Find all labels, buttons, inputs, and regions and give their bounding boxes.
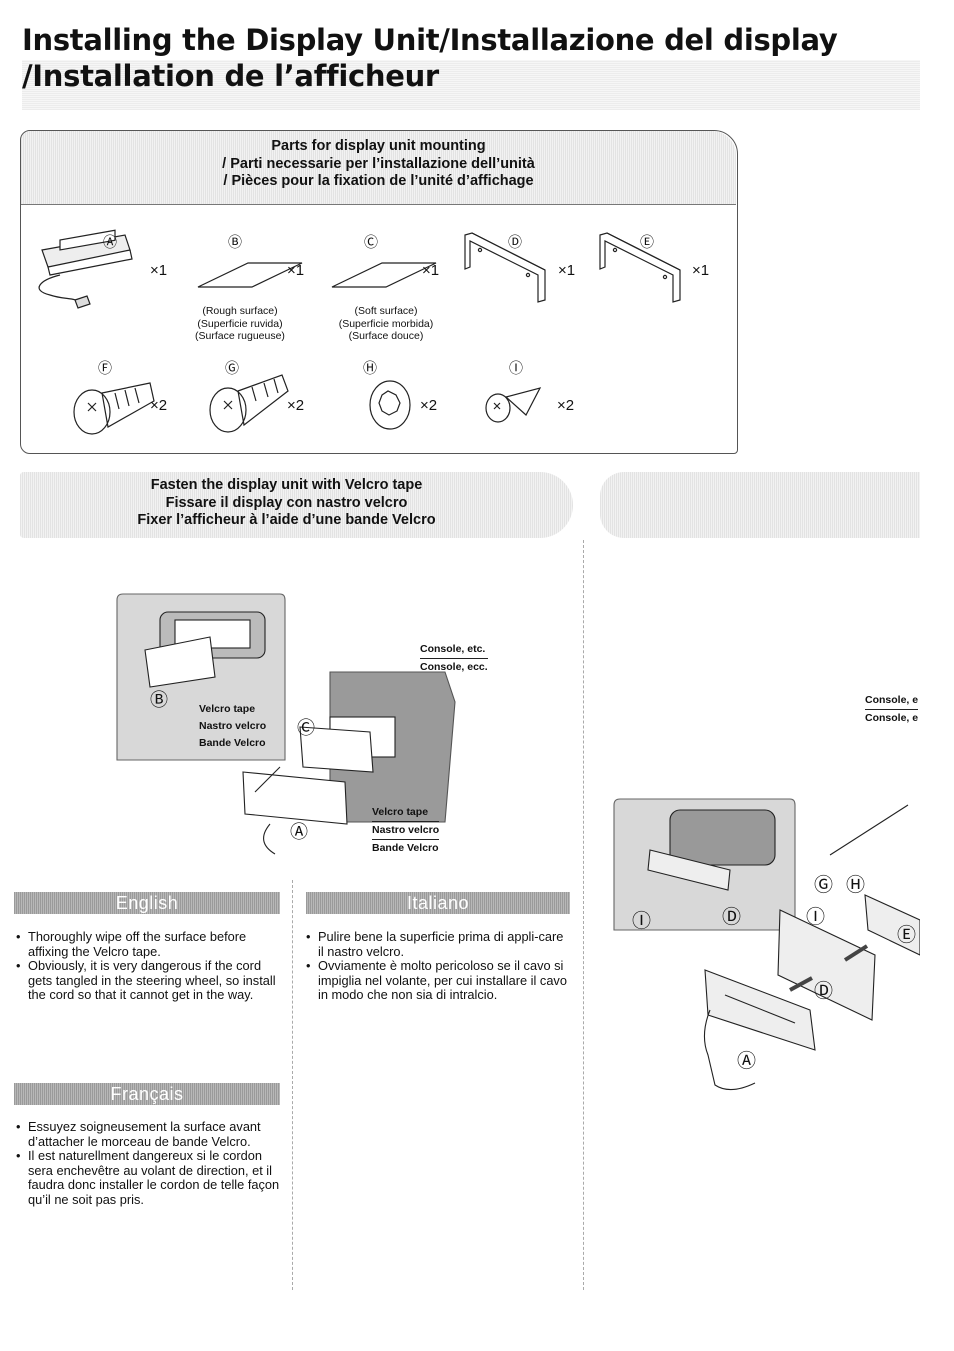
right-d-letter: Ⓓ bbox=[722, 907, 742, 928]
list-item: Il est naturellment dangereux si le cord… bbox=[16, 1148, 280, 1207]
list-item: Pulire bene la superficie prima di appli… bbox=[306, 929, 568, 959]
part-e-letter: Ⓔ bbox=[640, 234, 654, 250]
part-c-letter: Ⓒ bbox=[364, 234, 378, 250]
right-g-letter: Ⓖ bbox=[814, 875, 834, 896]
note-line: (Superficie morbida) bbox=[338, 317, 434, 330]
right-e-letter: Ⓔ bbox=[897, 925, 917, 946]
console-label-line: Console, e bbox=[865, 712, 919, 724]
parts-heading-line: / Parti necessarie per l’installazione d… bbox=[222, 155, 535, 172]
velcro-label-line: Velcro tape bbox=[372, 804, 440, 822]
right-h-letter: Ⓗ bbox=[846, 875, 866, 896]
title-line-2: /Installation de l’afficheur bbox=[22, 59, 439, 93]
part-g-qty: ×2 bbox=[287, 397, 305, 414]
part-b-letter: Ⓑ bbox=[228, 234, 242, 250]
note-line: (Soft surface) bbox=[354, 305, 418, 317]
column-divider bbox=[292, 880, 293, 1290]
part-i-screw-icon bbox=[485, 387, 542, 423]
part-a-display-unit-icon bbox=[38, 229, 133, 309]
francais-bullets: Essuyez soigneusement la surface avant d… bbox=[16, 1119, 280, 1208]
right-d2-letter: Ⓓ bbox=[814, 981, 834, 1002]
italiano-header: Italiano bbox=[306, 892, 570, 914]
velcro-c-letter: Ⓒ bbox=[297, 718, 315, 738]
title-band bbox=[22, 60, 920, 110]
part-f-qty: ×2 bbox=[150, 397, 168, 414]
velcro-tape-label-right: Velcro tape Nastro velcro Bande Velcro bbox=[372, 804, 440, 857]
note-line: (Surface douce) bbox=[348, 330, 424, 342]
part-b-note: (Rough surface) (Superficie ruvida) (Sur… bbox=[180, 305, 300, 343]
console-label-line: Console, etc. bbox=[420, 641, 488, 659]
english-bullets: Thoroughly wipe off the surface before a… bbox=[16, 929, 280, 1003]
note-line: (Superficie ruvida) bbox=[197, 317, 283, 330]
velcro-heading-line: Fasten the display unit with Velcro tape bbox=[150, 477, 423, 493]
page-title: Installing the Display Unit/Installazion… bbox=[22, 22, 838, 94]
parts-heading-line: Parts for display unit mounting bbox=[271, 138, 486, 154]
console-label-line: Console, e bbox=[865, 692, 919, 710]
velcro-label-line: Bande Velcro bbox=[372, 842, 439, 854]
velcro-illustration bbox=[116, 593, 456, 855]
velcro-label-line: Bande Velcro bbox=[199, 737, 266, 749]
right-section-heading bbox=[600, 472, 920, 538]
velcro-label-line: Nastro velcro bbox=[199, 720, 267, 732]
title-line-1: Installing the Display Unit/Installazion… bbox=[22, 23, 838, 57]
francais-header: Français bbox=[14, 1083, 280, 1105]
column-divider bbox=[583, 540, 584, 1290]
list-item: Obviously, it is very dangerous if the c… bbox=[16, 958, 280, 1003]
velcro-heading-line: Fixer l’afficheur à l’aide d’une bande V… bbox=[137, 512, 436, 528]
part-g-letter: Ⓖ bbox=[225, 360, 239, 376]
list-item: Essuyez soigneusement la surface avant d… bbox=[16, 1119, 280, 1149]
bracket-illustration bbox=[613, 798, 920, 1091]
part-h-washer-icon bbox=[369, 380, 411, 430]
console-label-line: Console, ecc. bbox=[420, 661, 488, 673]
right-a-letter: Ⓐ bbox=[737, 1051, 757, 1072]
english-label: English bbox=[115, 893, 179, 913]
part-a-letter: Ⓐ bbox=[103, 234, 117, 250]
part-h-letter: Ⓗ bbox=[363, 360, 377, 376]
part-i-qty: ×2 bbox=[557, 397, 575, 414]
velcro-section-heading: Fasten the display unit with Velcro tape… bbox=[20, 472, 573, 538]
english-header: English bbox=[14, 892, 280, 914]
part-b-pad-icon bbox=[197, 262, 303, 288]
italiano-label: Italiano bbox=[406, 893, 470, 913]
part-g-screw-icon bbox=[209, 374, 289, 433]
velcro-a-letter: Ⓐ bbox=[290, 822, 308, 842]
velcro-b-letter: Ⓑ bbox=[150, 690, 168, 710]
part-b-qty: ×1 bbox=[287, 262, 305, 279]
velcro-heading-line: Fissare il display con nastro velcro bbox=[165, 494, 408, 511]
right-i2-letter: Ⓘ bbox=[806, 907, 826, 928]
console-label: Console, etc. Console, ecc. bbox=[420, 641, 488, 676]
part-c-pad-icon bbox=[331, 262, 437, 288]
list-item: Ovviamente è molto pericoloso se il cavo… bbox=[306, 958, 568, 1003]
note-line: (Rough surface) bbox=[202, 305, 278, 317]
note-line: (Surface rugueuse) bbox=[195, 330, 285, 342]
parts-heading: Parts for display unit mounting / Parti … bbox=[21, 131, 736, 205]
part-f-letter: Ⓕ bbox=[98, 360, 112, 376]
list-item: Thoroughly wipe off the surface before a… bbox=[16, 929, 280, 959]
part-e-bracket-icon bbox=[599, 232, 681, 303]
part-d-letter: Ⓓ bbox=[508, 234, 522, 250]
part-d-qty: ×1 bbox=[558, 262, 576, 279]
part-a-qty: ×1 bbox=[150, 262, 168, 279]
velcro-label-line: Nastro velcro bbox=[372, 822, 440, 840]
velcro-label-line: Velcro tape bbox=[199, 703, 256, 715]
francais-label: Français bbox=[110, 1084, 184, 1104]
part-i-letter: Ⓘ bbox=[509, 360, 523, 376]
part-c-qty: ×1 bbox=[422, 262, 440, 279]
part-e-qty: ×1 bbox=[692, 262, 710, 279]
part-c-note: (Soft surface) (Superficie morbida) (Sur… bbox=[322, 305, 450, 343]
italiano-bullets: Pulire bene la superficie prima di appli… bbox=[306, 929, 568, 1003]
part-h-qty: ×2 bbox=[420, 397, 438, 414]
parts-illustrations bbox=[38, 229, 681, 435]
part-f-screw-icon bbox=[73, 382, 155, 435]
parts-box bbox=[20, 130, 738, 454]
part-d-bracket-icon bbox=[464, 232, 546, 303]
right-console-label: Console, e Console, e bbox=[865, 692, 919, 727]
parts-heading-line: / Pièces pour la fixation de l’unité d’a… bbox=[223, 173, 534, 189]
right-i-letter: Ⓘ bbox=[632, 911, 652, 932]
velcro-tape-label-left: Velcro tape Nastro velcro Bande Velcro bbox=[199, 701, 266, 752]
